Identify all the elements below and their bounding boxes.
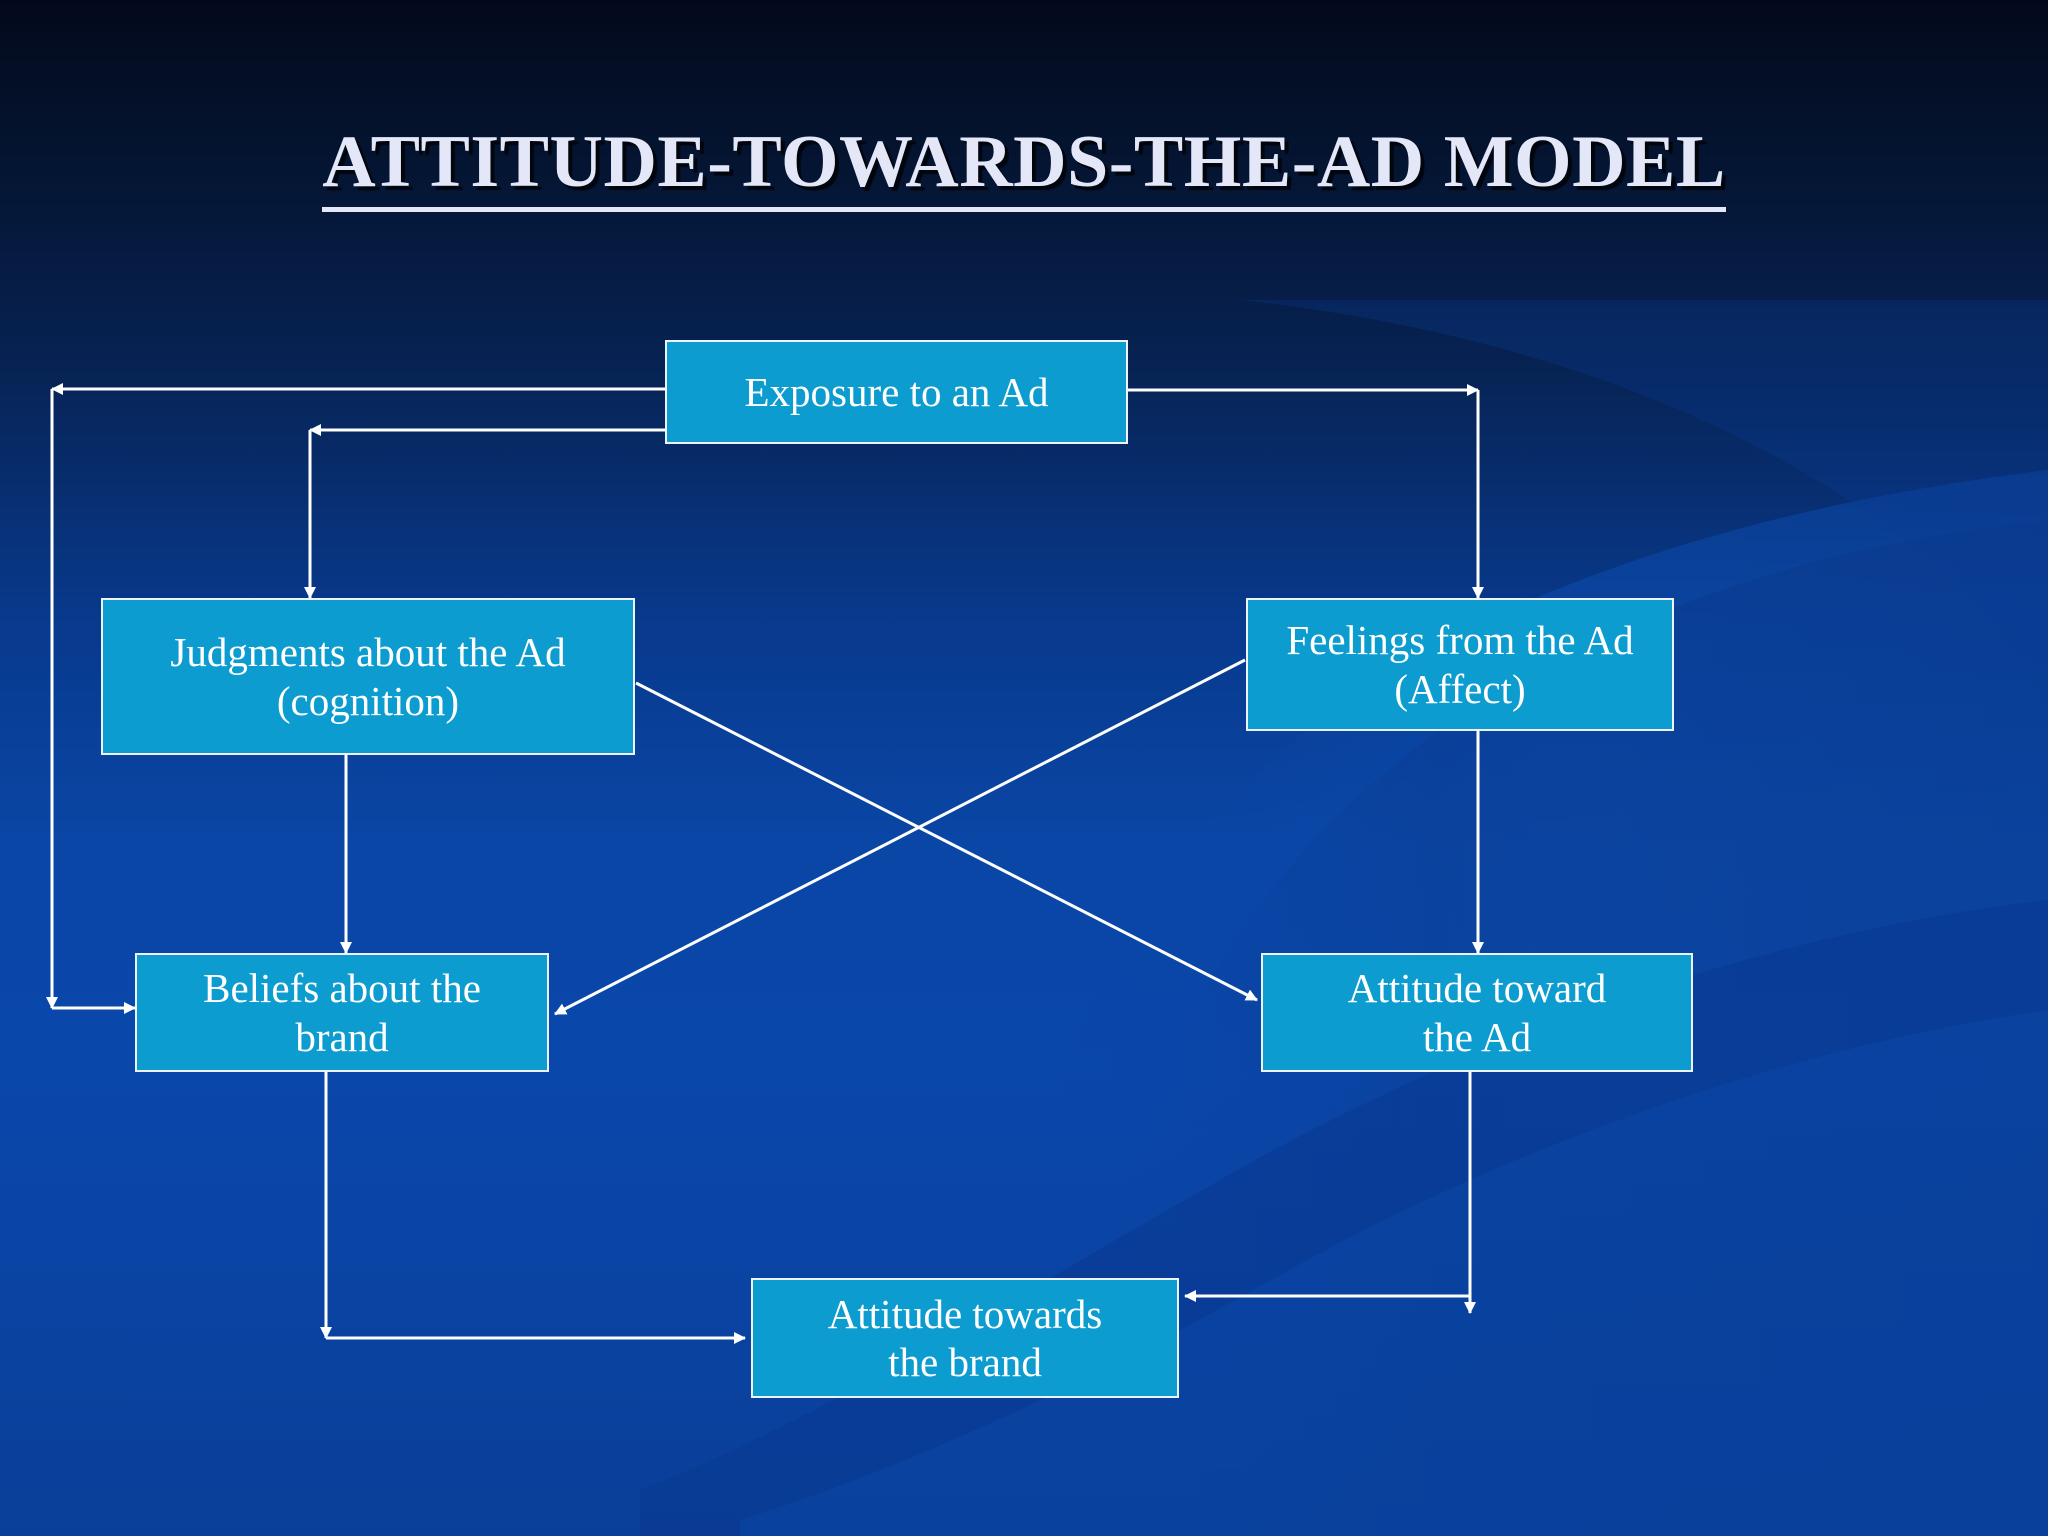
node-label: Exposure to an Ad (744, 368, 1049, 415)
node-attitude-towards-the-brand[interactable]: Attitude towards the brand (751, 1278, 1179, 1398)
node-beliefs-about-the-brand[interactable]: Beliefs about the brand (135, 953, 549, 1072)
node-label: Beliefs about the brand (203, 965, 481, 1060)
node-label: Attitude toward the Ad (1347, 965, 1607, 1060)
node-label: Judgments about the Ad (cognition) (170, 629, 566, 724)
node-label: Attitude towards the brand (827, 1290, 1103, 1385)
node-attitude-toward-the-ad[interactable]: Attitude toward the Ad (1261, 953, 1693, 1072)
edge-judgments-to-attitude-ad (635, 681, 1258, 1002)
page-title-text: ATTITUDE-TOWARDS-THE-AD MODEL (322, 120, 1726, 212)
node-judgments-about-the-ad[interactable]: Judgments about the Ad (cognition) (101, 598, 635, 755)
edge-feelings-to-beliefs (554, 658, 1246, 1016)
node-feelings-from-the-ad[interactable]: Feelings from the Ad (Affect) (1246, 598, 1674, 731)
page-title: ATTITUDE-TOWARDS-THE-AD MODEL (0, 120, 2048, 212)
node-label: Feelings from the Ad (Affect) (1286, 617, 1634, 712)
node-exposure-to-an-ad[interactable]: Exposure to an Ad (665, 340, 1128, 444)
